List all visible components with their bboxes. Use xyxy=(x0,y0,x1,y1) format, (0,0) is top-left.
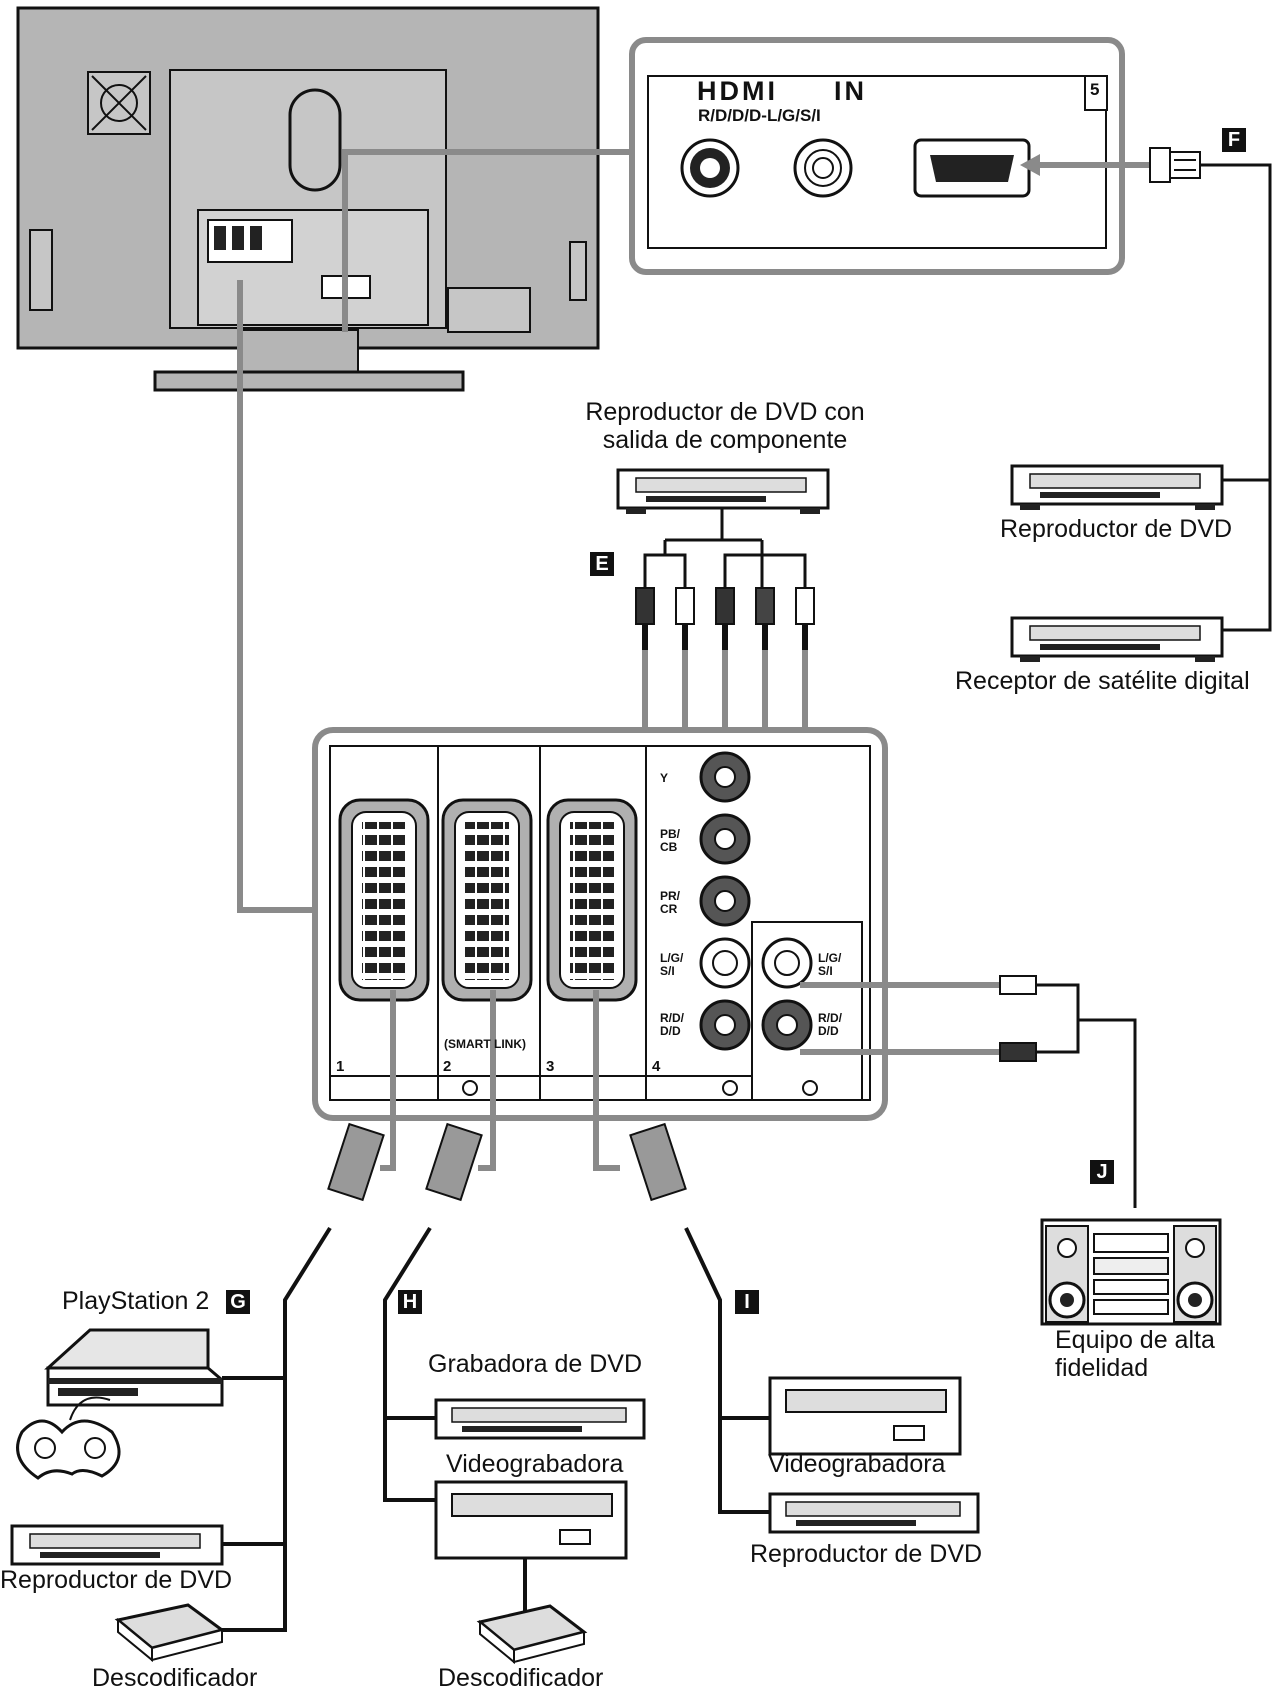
hdmi-panel xyxy=(342,37,1201,332)
playstation-device xyxy=(16,1328,224,1480)
badge-h: H xyxy=(398,1290,422,1314)
rca-plugs xyxy=(635,587,815,650)
label-dvd-hdmi: Reproductor de DVD xyxy=(1000,515,1233,543)
jack-label-rdd-out: R/D/ D/D xyxy=(818,1011,842,1038)
label-playstation: PlayStation 2 xyxy=(62,1287,210,1315)
dvd-hdmi-device xyxy=(1010,464,1224,510)
label-sat-receiver: Receptor de satélite digital xyxy=(955,667,1250,695)
jack-label-y: Y xyxy=(660,771,669,785)
audio-feeds xyxy=(800,982,1000,1055)
dvd-g-device xyxy=(10,1524,224,1566)
label-hifi: Equipo de alta fidelidad xyxy=(1055,1326,1215,1382)
dvd-recorder-device xyxy=(434,1398,646,1440)
label-decoder-g: Descodificador xyxy=(92,1664,258,1692)
hdmi-audio-label: R/D/D/D-L/G/S/I xyxy=(698,106,821,125)
jack-label-pr: PR/ CR xyxy=(660,889,681,916)
hdmi-logo: HDMI xyxy=(697,76,778,106)
vcr-h-device xyxy=(434,1480,628,1560)
decoder-g-device xyxy=(114,1603,226,1663)
device-cables xyxy=(222,1226,770,1632)
audio-plugs xyxy=(999,975,1037,1062)
jack-label-lgsi-4: L/G/ S/I xyxy=(660,951,684,978)
socket-number-4: 4 xyxy=(652,1058,661,1075)
label-vcr-i: Videograbadora xyxy=(768,1450,946,1478)
tv-cable xyxy=(237,280,315,913)
smartlink-label: (SMART LINK) xyxy=(444,1037,526,1051)
badge-j: J xyxy=(1090,1160,1114,1184)
label-dvd-recorder: Grabadora de DVD xyxy=(428,1350,643,1378)
label-vcr-h: Videograbadora xyxy=(446,1450,624,1478)
vcr-i-device xyxy=(768,1376,962,1456)
dvd-i-device xyxy=(768,1492,980,1534)
scart-plugs xyxy=(327,1122,687,1202)
hdmi-port-number: 5 xyxy=(1090,80,1100,99)
socket-number-1: 1 xyxy=(336,1058,345,1075)
badge-e: E xyxy=(590,552,614,576)
badge-g: G xyxy=(226,1290,250,1314)
hdmi-in-label: IN xyxy=(834,76,867,106)
badge-i: I xyxy=(735,1290,759,1314)
label-dvd-g: Reproductor de DVD xyxy=(0,1566,233,1594)
scart-feeds xyxy=(380,990,620,1171)
sat-receiver-device xyxy=(1010,616,1224,662)
jack-label-pb: PB/ CB xyxy=(660,827,681,854)
jack-label-lgsi-out: L/G/ S/I xyxy=(818,951,842,978)
label-dvd-component: Reproductor de DVD con salida de compone… xyxy=(585,398,865,454)
decoder-h-device xyxy=(476,1604,588,1665)
dvd-component-device xyxy=(616,468,830,514)
hifi-device xyxy=(1040,1218,1222,1326)
f-cable xyxy=(1200,163,1272,632)
component-cables xyxy=(643,508,807,590)
rear-panel xyxy=(312,727,888,1121)
label-dvd-i: Reproductor de DVD xyxy=(750,1540,983,1568)
badge-f: F xyxy=(1222,128,1246,152)
tv-back xyxy=(16,6,600,392)
socket-number-2: 2 xyxy=(443,1058,452,1075)
jack-label-rdd-4: R/D/ D/D xyxy=(660,1011,684,1038)
socket-number-3: 3 xyxy=(546,1058,555,1075)
label-decoder-h: Descodificador xyxy=(438,1664,604,1692)
